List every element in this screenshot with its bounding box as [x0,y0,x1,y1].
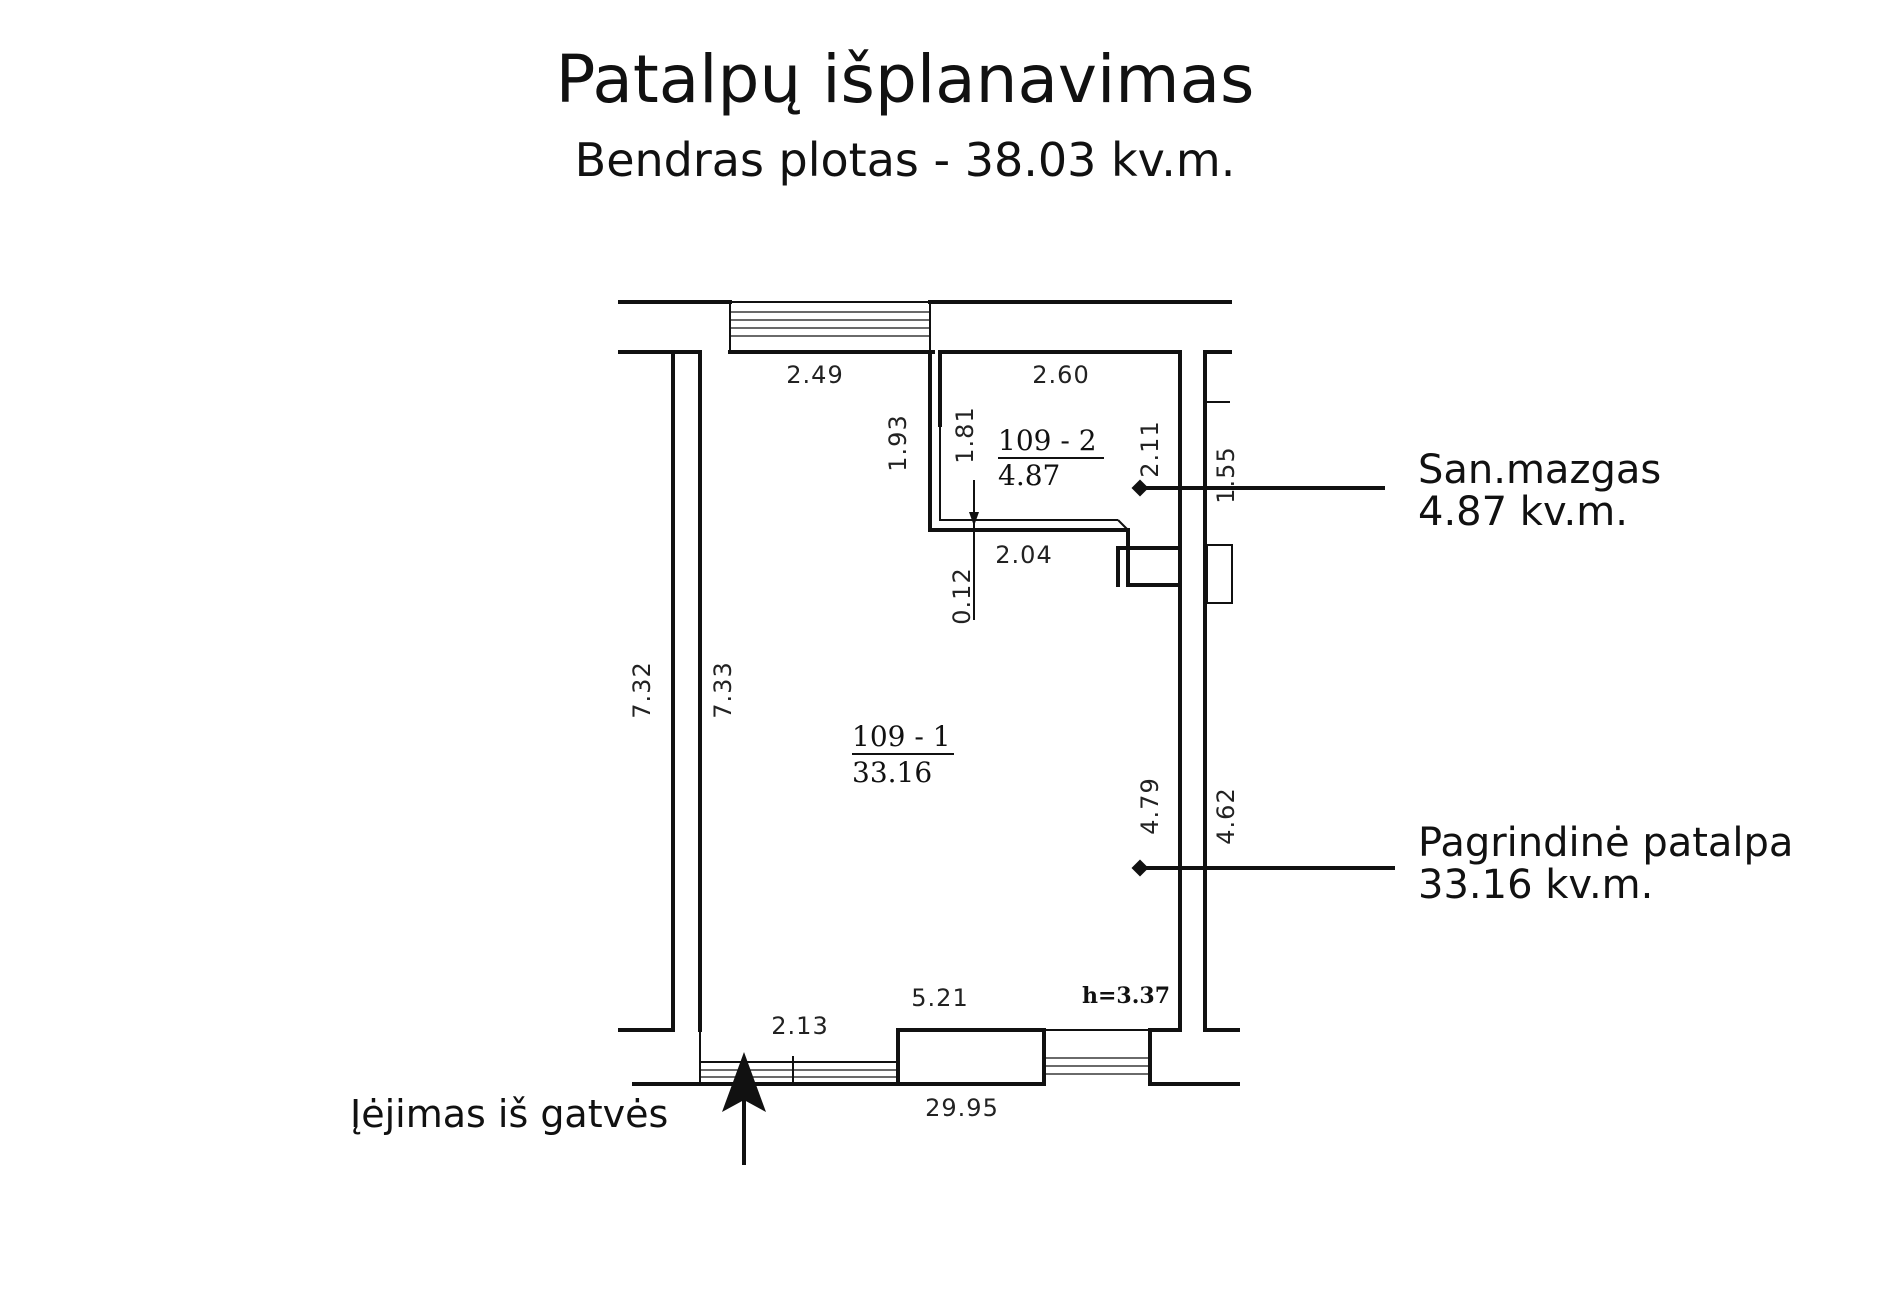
legend-main-area: 33.16 kv.m. [1418,862,1653,908]
dim-top-right-width: 2.60 [1032,361,1089,389]
dim-partition-thickness: 0.12 [948,567,976,624]
dim-bathroom-right-height: 2.11 [1136,420,1164,477]
dim-bathroom-inner-height: 1.81 [951,406,979,463]
legend-bathroom: San.mazgas 4.87 kv.m. [1131,447,1661,535]
bottom-window [1044,1029,1150,1075]
dim-right-outer-lower: 4.62 [1212,787,1240,844]
dim-top-left-width: 2.49 [786,361,843,389]
dim-partition-height: 1.93 [884,414,912,471]
legend-bathroom-name: San.mazgas [1418,447,1661,493]
dim-bottom-inner-width: 5.21 [911,984,968,1012]
entrance-arrow [722,1052,766,1165]
legend-main: Pagrindinė patalpa 33.16 kv.m. [1131,820,1793,908]
room-label-bathroom: 109 - 2 4.87 [998,424,1104,492]
legend-bathroom-area: 4.87 kv.m. [1418,489,1628,535]
room-area-main: 33.16 [852,756,932,789]
entrance-label: Įėjimas iš gatvės [350,1092,668,1136]
partition-dimension-arrow [969,480,979,620]
walls [618,300,1240,1086]
dimensions: 2.49 2.60 1.93 1.81 2.11 1.55 2.04 0.12 … [628,361,1240,1122]
dim-left-outer-length: 7.32 [628,661,656,718]
room-area-bathroom: 4.87 [998,459,1060,492]
legend-main-name: Pagrindinė patalpa [1418,820,1793,866]
dim-right-outer-upper: 1.55 [1212,446,1240,503]
dim-bottom-outer-width: 29.95 [925,1094,999,1122]
room-label-main: 109 - 1 33.16 [852,720,954,789]
dim-left-inner-length: 7.33 [709,661,737,718]
ceiling-height: h=3.37 [1082,983,1170,1009]
top-window [729,301,931,353]
dim-bottom-door-width: 2.13 [771,1012,828,1040]
dim-right-inner-lower: 4.79 [1136,777,1164,834]
page-subtitle: Bendras plotas - 38.03 kv.m. [575,133,1236,187]
room-number-bathroom: 109 - 2 [998,424,1097,457]
room-number-main: 109 - 1 [852,720,951,753]
dim-partition-width: 2.04 [995,541,1052,569]
page-title: Patalpų išplanavimas [556,41,1255,118]
radiator [896,1028,1046,1086]
